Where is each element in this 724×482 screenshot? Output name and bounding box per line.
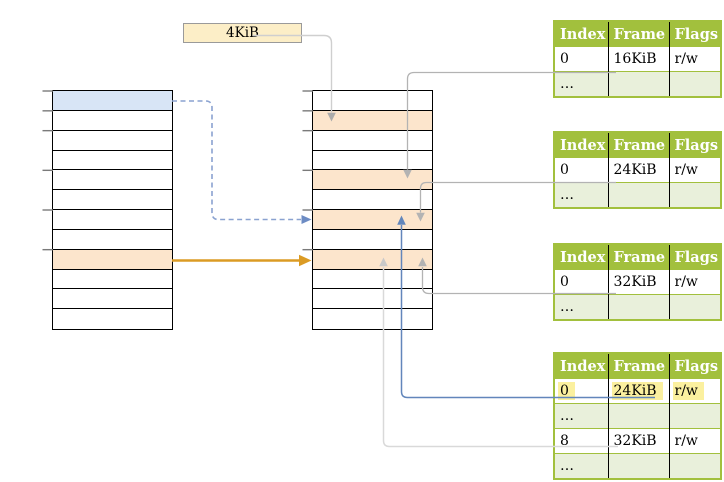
physical-memory-row (313, 229, 432, 250)
column-header: Frame (607, 244, 669, 270)
virtual-memory-row (53, 309, 172, 329)
physical-memory-column (312, 90, 433, 330)
ellipsis-row: … (554, 403, 721, 429)
table-cell: r/w (668, 378, 721, 404)
table-cell (607, 403, 669, 429)
virtual-memory-row (53, 130, 172, 151)
physical-memory-row (313, 110, 432, 131)
column-header: Index (554, 132, 608, 158)
physical-memory-row (313, 150, 432, 171)
virtual-memory-row (53, 110, 172, 131)
physical-memory-row (313, 170, 432, 191)
column-header: Index (554, 244, 608, 270)
table-cell: 0 (560, 274, 569, 290)
ellipsis-row: … (554, 294, 721, 320)
virtual-memory-row (53, 170, 172, 191)
column-header: Flags (668, 244, 721, 270)
table-cell (668, 453, 721, 479)
column-header: Flags (668, 132, 721, 158)
virtual-page-blue-translation-arrow (172, 100, 312, 224)
table-cell: r/w (668, 46, 721, 72)
virtual-memory-row (53, 210, 172, 230)
column-header: Flags (668, 21, 721, 47)
column-header: Index (554, 353, 608, 379)
physical-memory-row (313, 249, 432, 270)
physical-memory-row (313, 289, 432, 310)
table-cell: 32KiB (607, 428, 669, 454)
table-cell (607, 453, 669, 479)
virtual-memory-row (53, 289, 172, 310)
physical-memory-row (313, 190, 432, 210)
table-cell (668, 182, 721, 208)
table-cell: r/w (668, 428, 721, 454)
table-cell: r/w (668, 157, 721, 183)
ellipsis-row: … (554, 182, 721, 208)
virtual-memory-row (53, 190, 172, 210)
page-size-label-box: 4KiB (183, 23, 302, 43)
table-cell (607, 71, 669, 97)
table-cell (668, 294, 721, 320)
page-size-label: 4KiB (226, 25, 259, 41)
table-cell: 32KiB (607, 269, 669, 295)
table-row: 0 24KiB r/w (554, 378, 721, 404)
virtual-page-orange-translation-arrow (172, 254, 312, 267)
table-cell: 8 (560, 433, 569, 449)
column-header: Flags (668, 353, 721, 379)
ellipsis-row: … (554, 453, 721, 479)
column-header: Frame (607, 353, 669, 379)
highlighted-value: 0 (558, 382, 575, 400)
physical-memory-row (313, 210, 432, 230)
table-cell: … (554, 453, 608, 479)
column-header: Index (554, 21, 608, 47)
virtual-memory-row (53, 269, 172, 290)
table-cell: 24KiB (607, 157, 669, 183)
virtual-memory-row (53, 91, 172, 111)
table-cell: r/w (668, 269, 721, 295)
table-cell (668, 403, 721, 429)
highlighted-value: 24KiB (611, 382, 663, 400)
table-cell: … (554, 71, 608, 97)
table-cell: 24KiB (607, 378, 669, 404)
virtual-memory-row (53, 229, 172, 250)
table-cell: 0 (560, 51, 569, 67)
physical-memory-row (313, 91, 432, 111)
highlighted-value: r/w (672, 382, 704, 400)
physical-memory-row (313, 309, 432, 329)
table-cell: 16KiB (607, 46, 669, 72)
table-cell (668, 71, 721, 97)
table-cell: … (554, 294, 608, 320)
table-cell (607, 294, 669, 320)
table-cell: … (554, 182, 608, 208)
column-header: Frame (607, 21, 669, 47)
table-cell: 0 (560, 162, 569, 178)
virtual-memory-row (53, 249, 172, 270)
table-cell: 0 (554, 379, 608, 404)
table-cell: … (554, 403, 608, 429)
virtual-memory-row (53, 150, 172, 171)
virtual-memory-column (52, 90, 173, 330)
column-header: Frame (607, 132, 669, 158)
physical-memory-row (313, 269, 432, 290)
table-cell (607, 182, 669, 208)
ellipsis-row: … (554, 71, 721, 97)
physical-memory-row (313, 130, 432, 151)
